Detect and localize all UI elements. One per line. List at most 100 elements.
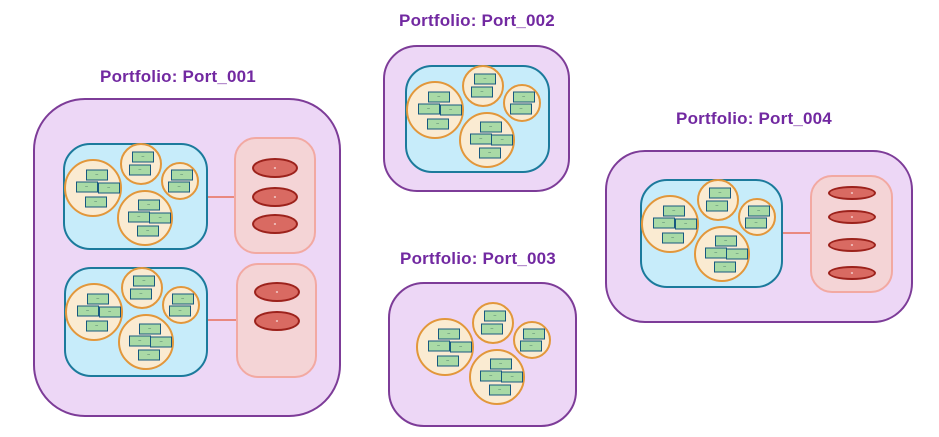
node-label: –: [459, 343, 463, 350]
asset-node: –: [522, 328, 545, 340]
db-ellipse: -: [254, 311, 300, 331]
asset-bubble: ––: [697, 179, 739, 221]
asset-node: –: [473, 73, 496, 85]
asset-bubble: ––: [162, 286, 200, 324]
node-label: –: [180, 171, 184, 178]
node-label: –: [447, 330, 451, 336]
node-label: –: [86, 307, 89, 314]
ellipse-label: -: [850, 240, 854, 249]
node-label: –: [499, 360, 503, 367]
asset-node: –: [137, 349, 160, 361]
asset-bubble: ––––: [117, 190, 173, 246]
portfolio-title-port_004: Portfolio: Port_004: [676, 109, 832, 128]
asset-bubble: – – – –: [65, 283, 123, 341]
asset-node: –: [747, 205, 770, 217]
db-ellipse: -: [252, 187, 298, 207]
node-label: –: [141, 153, 145, 160]
asset-node: –: [150, 336, 173, 348]
node-label: –: [437, 342, 440, 349]
node-label: –: [436, 120, 440, 126]
node-label: –: [108, 308, 112, 315]
node-label: –: [147, 201, 151, 208]
asset-node: –: [501, 371, 524, 383]
node-label: –: [662, 219, 665, 226]
asset-node: –: [479, 121, 502, 133]
node-label: –: [735, 250, 739, 257]
node-label: –: [138, 166, 142, 173]
node-label: –: [147, 351, 150, 358]
asset-node: –: [75, 181, 98, 193]
asset-node: –: [713, 261, 736, 273]
node-label: –: [446, 357, 450, 363]
node-label: –: [85, 183, 88, 190]
node-label: –: [483, 75, 487, 82]
node-label: –: [754, 219, 758, 226]
node-label: –: [146, 227, 149, 234]
asset-node: –: [97, 182, 120, 194]
asset-node: –: [519, 340, 542, 352]
asset-bubble: ––: [738, 198, 776, 236]
node-label: –: [489, 372, 493, 379]
asset-node: –: [478, 147, 501, 159]
asset-node: –: [674, 218, 697, 230]
asset-bubble: ––––: [64, 159, 122, 217]
asset-bubble: ––: [120, 143, 162, 185]
ellipse-label: -: [275, 287, 279, 296]
asset-node: –: [131, 151, 154, 163]
db-ellipse: -: [252, 214, 298, 234]
asset-node: –: [128, 335, 151, 347]
asset-node: –: [489, 358, 512, 370]
node-label: –: [490, 325, 494, 332]
node-label: –: [437, 93, 441, 99]
node-label: –: [181, 295, 185, 302]
node-label: –: [684, 220, 688, 227]
asset-node: –: [470, 86, 493, 98]
node-label: –: [757, 207, 761, 214]
asset-node: –: [136, 225, 159, 237]
node-label: –: [107, 184, 111, 191]
ellipse-label: -: [273, 163, 277, 172]
node-label: –: [177, 183, 181, 190]
node-label: –: [427, 105, 430, 112]
asset-node: –: [708, 187, 731, 199]
asset-node: –: [662, 205, 685, 216]
asset-node: –: [127, 211, 150, 223]
asset-node: –: [436, 355, 459, 366]
node-label: –: [522, 93, 526, 100]
asset-node: –: [167, 181, 190, 193]
asset-node: –: [168, 305, 191, 317]
connector-line: [208, 319, 236, 321]
asset-node: –: [149, 212, 172, 224]
asset-node: –: [488, 384, 511, 396]
asset-bubble: ––––: [459, 112, 515, 168]
asset-node: –: [427, 91, 450, 102]
asset-node: –: [98, 306, 121, 318]
asset-node: –: [479, 370, 502, 382]
asset-node: –: [426, 118, 449, 129]
asset-node: –: [76, 305, 99, 317]
asset-node: –: [86, 293, 109, 304]
db-ellipse: -: [828, 210, 876, 224]
asset-bubble: ––––: [469, 349, 525, 405]
ellipse-label: -: [273, 192, 277, 201]
node-label: –: [178, 307, 182, 314]
db-ellipse: -: [252, 158, 298, 178]
node-label: –: [510, 373, 514, 380]
node-label: –: [480, 88, 484, 95]
asset-node: –: [137, 199, 160, 211]
node-label: –: [500, 136, 504, 143]
asset-node: –: [85, 320, 108, 331]
asset-node: –: [138, 323, 161, 335]
asset-node: –: [170, 169, 193, 181]
db-ellipse: -: [828, 266, 876, 280]
node-label: –: [672, 207, 676, 213]
node-label: –: [95, 322, 99, 328]
node-label: –: [715, 202, 719, 209]
ellipse-label: -: [850, 188, 854, 197]
asset-bubble: ––: [472, 302, 514, 344]
portfolio-title-port_001: Portfolio: Port_001: [100, 67, 256, 86]
asset-node: –: [469, 133, 492, 145]
node-label: –: [723, 263, 726, 270]
node-label: –: [498, 386, 501, 393]
ellipse-label: -: [850, 212, 854, 221]
